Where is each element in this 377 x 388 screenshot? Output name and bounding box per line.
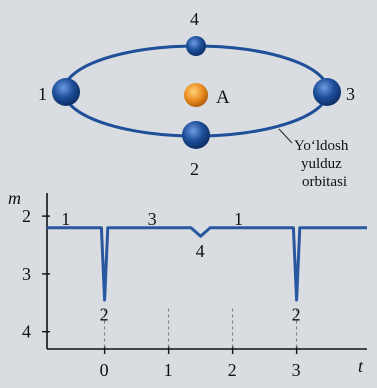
- x-axis-label: t: [358, 356, 364, 376]
- curve-annotation-4: 4: [196, 241, 205, 261]
- star-2: [182, 121, 210, 149]
- x-tick-label-1: 1: [164, 360, 173, 380]
- orbit-label-line-3: orbitasi: [302, 174, 347, 190]
- curve-annotation-3: 3: [148, 209, 157, 229]
- chart-marks: 2 3 4 0 1 2 3 1 3 1 4 2 2: [22, 206, 367, 380]
- light-curve-line: [47, 228, 367, 300]
- star-1-label: 1: [38, 84, 47, 104]
- y-axis-label: m: [8, 188, 21, 208]
- main-star-a: [184, 83, 208, 107]
- star-3-label: 3: [346, 84, 355, 104]
- curve-annotation-2: 2: [100, 304, 109, 324]
- curve-annotation-1: 1: [61, 209, 70, 229]
- orbit-label-line-2: yulduz: [301, 156, 342, 172]
- orbit-diagram: 1 4 3 2 A Yo‘ldosh yulduz orbitasi: [38, 9, 355, 190]
- x-tick-label-3: 3: [292, 360, 301, 380]
- main-star-label: A: [216, 87, 230, 108]
- orbit-label-pointer: [279, 129, 292, 143]
- star-4: [186, 36, 206, 56]
- star-4-label: 4: [190, 9, 199, 29]
- star-2-label: 2: [190, 159, 199, 179]
- star-3: [313, 78, 341, 106]
- x-tick-label-0: 0: [100, 360, 109, 380]
- y-tick-label-2: 2: [22, 206, 31, 226]
- y-tick-label-3: 3: [22, 264, 31, 284]
- y-tick-label-4: 4: [22, 322, 31, 342]
- star-1: [52, 78, 80, 106]
- light-curve-chart: m t 2 3 4 0 1 2 3 1 3 1 4 2 2: [8, 188, 367, 380]
- orbit-label-line-1: Yo‘ldosh: [294, 138, 349, 154]
- x-tick-label-2: 2: [228, 360, 237, 380]
- curve-annotation-1: 1: [234, 209, 243, 229]
- curve-annotation-2: 2: [292, 304, 301, 324]
